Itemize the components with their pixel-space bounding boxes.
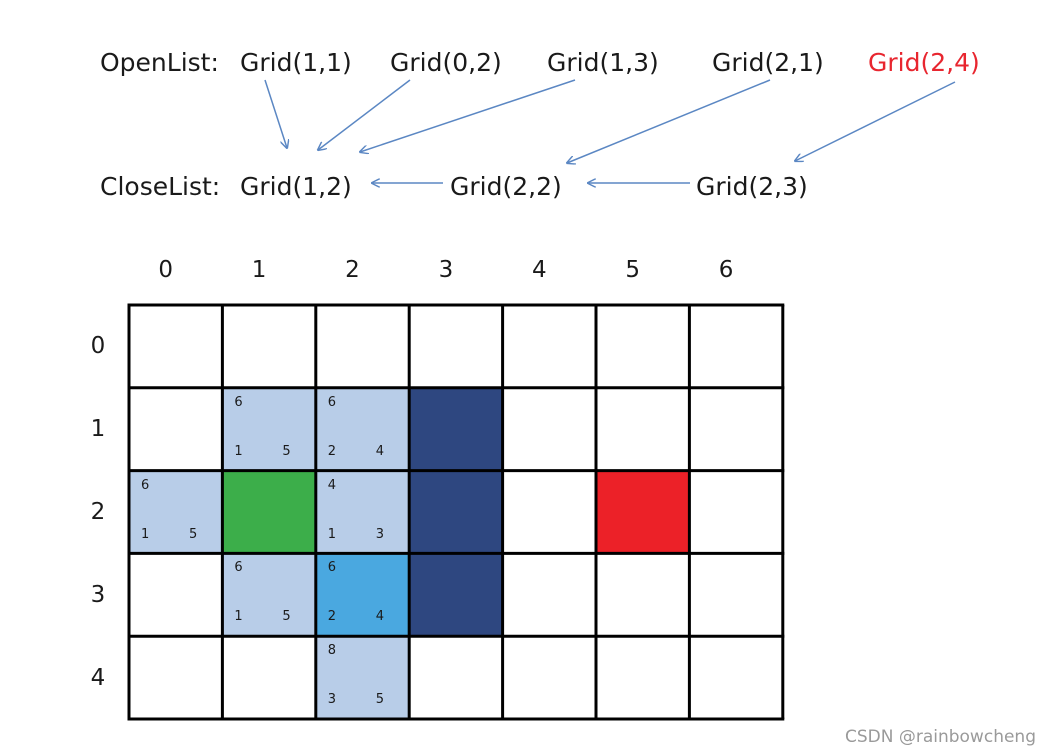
column-header: 4 <box>531 257 547 283</box>
grid-cell-open <box>222 553 316 637</box>
grid-cell-start <box>222 470 316 554</box>
open-list-item: Grid(1,3) <box>547 48 659 77</box>
row-header: 0 <box>90 333 106 360</box>
open-list-item-highlighted: Grid(2,4) <box>868 48 980 77</box>
cell-f-cost: 6 <box>327 394 337 410</box>
column-header: 2 <box>345 257 360 283</box>
row-header: 2 <box>90 499 106 525</box>
grid-cell-open <box>315 470 410 554</box>
arrow <box>360 79 576 152</box>
grid-cell-open <box>315 636 410 719</box>
cell-f-cost: 6 <box>234 560 243 576</box>
grid-cell-goal <box>596 470 690 554</box>
grid-cell-open <box>222 387 316 471</box>
cell-h-cost: 3 <box>375 526 385 542</box>
open-list-label: OpenList: <box>100 48 219 77</box>
cell-h-cost: 5 <box>189 526 198 542</box>
grid-cell-wall <box>409 470 503 554</box>
cell-g-cost: 1 <box>234 609 243 625</box>
grid-cell-open <box>315 387 410 471</box>
cell-g-cost: 2 <box>327 609 337 625</box>
arrow <box>567 79 771 163</box>
cell-h-cost: 5 <box>282 443 291 459</box>
open-list-item: Grid(0,2) <box>390 48 502 77</box>
cell-h-cost: 4 <box>375 609 385 625</box>
row-header: 3 <box>90 581 106 608</box>
cell-g-cost: 3 <box>327 692 337 708</box>
column-header: 6 <box>718 257 734 283</box>
cell-f-cost: 6 <box>234 394 243 410</box>
arrow <box>795 81 956 161</box>
cell-h-cost: 5 <box>282 609 291 625</box>
parent-arrows <box>264 79 956 230</box>
grid-cell-open <box>129 470 223 554</box>
open-list-item: Grid(1,1) <box>240 48 352 77</box>
close-list-item: Grid(1,2) <box>240 172 352 201</box>
close-list-item: Grid(2,3) <box>696 172 808 201</box>
watermark: CSDN @rainbowcheng <box>844 727 1036 747</box>
cell-g-cost: 1 <box>327 526 337 542</box>
column-header: 0 <box>158 257 173 283</box>
cell-f-cost: 8 <box>327 643 337 659</box>
cell-g-cost: 2 <box>327 443 337 459</box>
cell-f-cost: 6 <box>141 477 150 493</box>
cell-g-cost: 1 <box>234 443 243 459</box>
cell-h-cost: 4 <box>375 443 385 459</box>
column-header: 1 <box>251 257 267 283</box>
close-list-label: CloseList: <box>100 172 221 201</box>
grid-cell-current <box>315 553 410 637</box>
arrow <box>318 79 411 150</box>
arrow <box>264 79 287 148</box>
column-header: 3 <box>438 257 454 283</box>
grid-cell-wall <box>409 387 503 471</box>
cell-f-cost: 6 <box>327 560 337 576</box>
cell-f-cost: 4 <box>327 477 337 493</box>
cell-g-cost: 1 <box>141 526 150 542</box>
row-header: 1 <box>90 416 106 443</box>
cell-h-cost: 5 <box>375 692 385 708</box>
row-header: 4 <box>90 664 106 691</box>
column-header: 5 <box>625 257 640 283</box>
open-list-item: Grid(2,1) <box>712 48 824 77</box>
grid-cell-wall <box>409 553 503 637</box>
close-list-item: Grid(2,2) <box>450 172 562 201</box>
